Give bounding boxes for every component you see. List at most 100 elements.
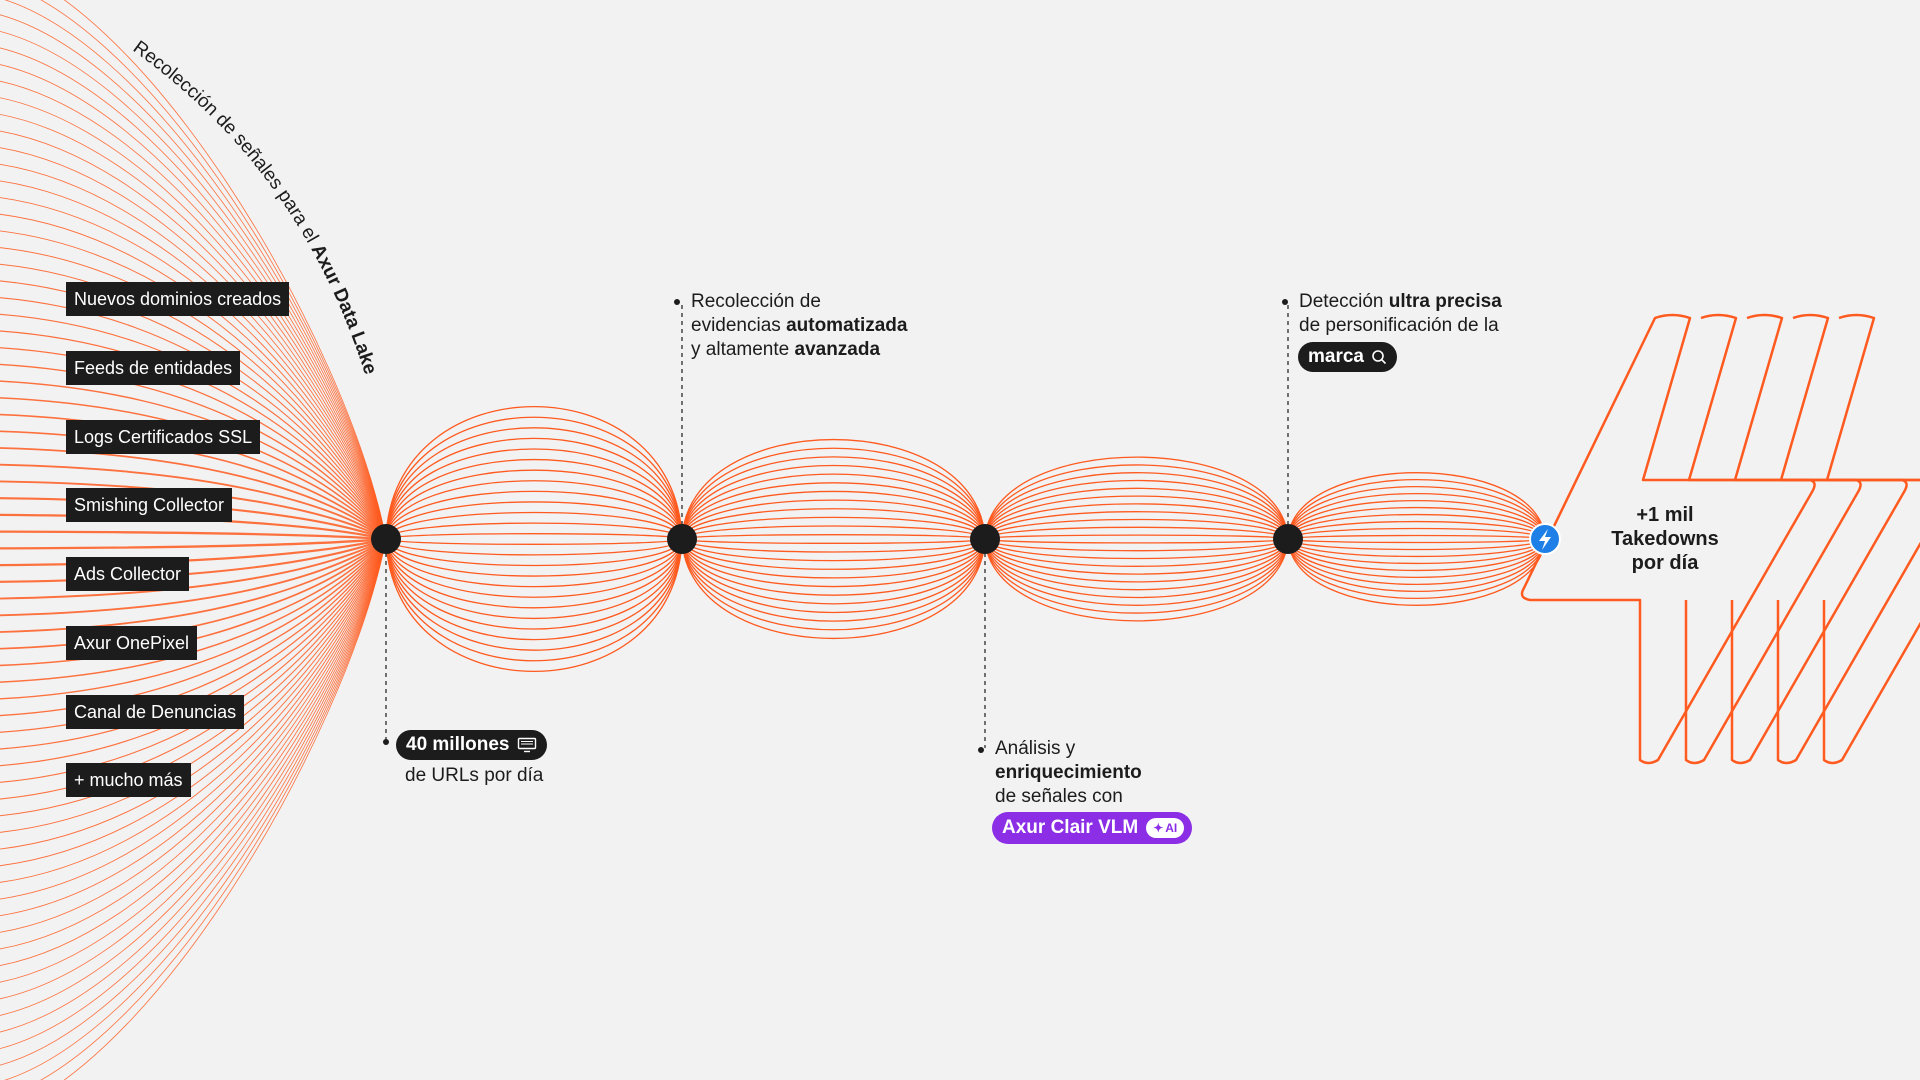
fan-line [0, 263, 387, 540]
lens-line [984, 538, 1289, 583]
fan-line [0, 213, 387, 540]
lens-line [984, 472, 1289, 540]
search-icon [1372, 350, 1387, 365]
pipeline-node [970, 524, 1000, 554]
step4-line1-text: Detección [1299, 291, 1389, 312]
lens-line [984, 479, 1289, 540]
lens-line [1287, 538, 1546, 578]
lens-line [681, 538, 986, 570]
source-label: Ads Collector [66, 557, 190, 591]
lens-line [681, 538, 986, 562]
lens-line [984, 534, 1289, 540]
bullet-dot [383, 739, 389, 745]
pipeline-node [371, 524, 401, 554]
lens-line [681, 438, 986, 540]
source-label: Feeds de entidades [66, 351, 241, 385]
lens-line [984, 538, 1289, 567]
lens-line [385, 538, 683, 609]
takedowns-label: +1 mil Takedowns por día [1580, 503, 1750, 575]
fan-line [0, 538, 387, 767]
fan-line [0, 64, 387, 540]
lens-line [1287, 538, 1546, 571]
arc-title-bold: Axur Data Lake [307, 241, 381, 377]
lens-line [1287, 538, 1546, 544]
step2-line3-text: y altamente [691, 339, 795, 360]
bolt-echo [1730, 313, 1908, 765]
url-volume-text: de URLs por día [405, 765, 544, 786]
fan-line [0, 463, 387, 540]
lens-line [984, 503, 1289, 540]
fan-line [0, 530, 387, 541]
lens-line [385, 538, 683, 556]
marca-pill: marca [1298, 342, 1397, 372]
step3-line1: Análisis y [995, 738, 1076, 759]
step2-line2: evidencias automatizada [691, 314, 907, 338]
fan-line [3, 538, 387, 1080]
lens-line [984, 538, 1289, 575]
fan-line [0, 538, 387, 916]
lens-line [1287, 538, 1546, 593]
lens-line [984, 511, 1289, 540]
fan-line [0, 538, 387, 850]
lens-line [385, 480, 683, 540]
lens-line [984, 538, 1289, 544]
lens-line [984, 538, 1289, 560]
step2-line1: Recolección de [691, 291, 821, 312]
takedowns-word: Takedowns [1611, 528, 1719, 550]
lens-line [1287, 507, 1546, 540]
lens-line [1287, 538, 1546, 599]
lens-line [984, 538, 1289, 599]
fan-line [63, 0, 387, 540]
monitor-icon [517, 737, 536, 753]
lens-line [681, 516, 986, 540]
fan-line [0, 480, 387, 540]
lens-line [385, 511, 683, 540]
fan-line [0, 538, 387, 1016]
step2-caption: Recolección de evidencias automatizada y… [691, 290, 907, 362]
lens-line [681, 538, 986, 605]
lens-line [1287, 538, 1546, 551]
fan-line [0, 538, 387, 817]
lens-line [385, 448, 683, 540]
lens-line [681, 538, 986, 613]
source-label: Logs Certificados SSL [66, 420, 261, 454]
fan-line [0, 80, 387, 540]
step4-caption: Detección ultra precisa de personificaci… [1298, 290, 1502, 372]
svg-text:Recolección de señales para el: Recolección de señales para el Axur Data… [129, 37, 381, 377]
lens-line [984, 456, 1289, 540]
fan-line [0, 538, 387, 683]
fan-line [0, 538, 387, 750]
bullet-dot [978, 747, 984, 753]
lens-line [1287, 479, 1546, 540]
step4-line2: de personificación de la [1299, 315, 1499, 336]
lens-line [385, 437, 683, 540]
lightning-icon [1529, 523, 1561, 555]
lens-line [385, 538, 683, 588]
step3-line3: de señales con [995, 786, 1123, 807]
fan-line [0, 330, 387, 540]
source-label: Axur OnePixel [66, 626, 198, 660]
fan-line [0, 180, 387, 540]
lens-line [681, 490, 986, 540]
clair-vlm-row: Axur Clair VLM ✦AI [992, 812, 1193, 844]
fan-line [0, 538, 387, 617]
lens-line [385, 533, 683, 540]
connector-lines [383, 299, 1289, 753]
lens-line [1287, 500, 1546, 540]
lens-line [681, 538, 986, 544]
fan-line [0, 538, 387, 900]
lens-line [1287, 538, 1546, 606]
fan-line [0, 313, 387, 540]
lens-line [681, 538, 986, 579]
lens-line [385, 538, 683, 619]
arc-title-prefix: Recolección de señales para el [129, 37, 325, 251]
lens-line [385, 405, 683, 540]
fan-line [0, 538, 387, 933]
fan-line [0, 230, 387, 540]
fan-line [0, 538, 387, 600]
pipeline-node [667, 524, 697, 554]
lens-line [681, 525, 986, 540]
fan-line [0, 197, 387, 540]
source-label: Canal de Denuncias [66, 695, 245, 729]
lens-line [1287, 513, 1546, 540]
